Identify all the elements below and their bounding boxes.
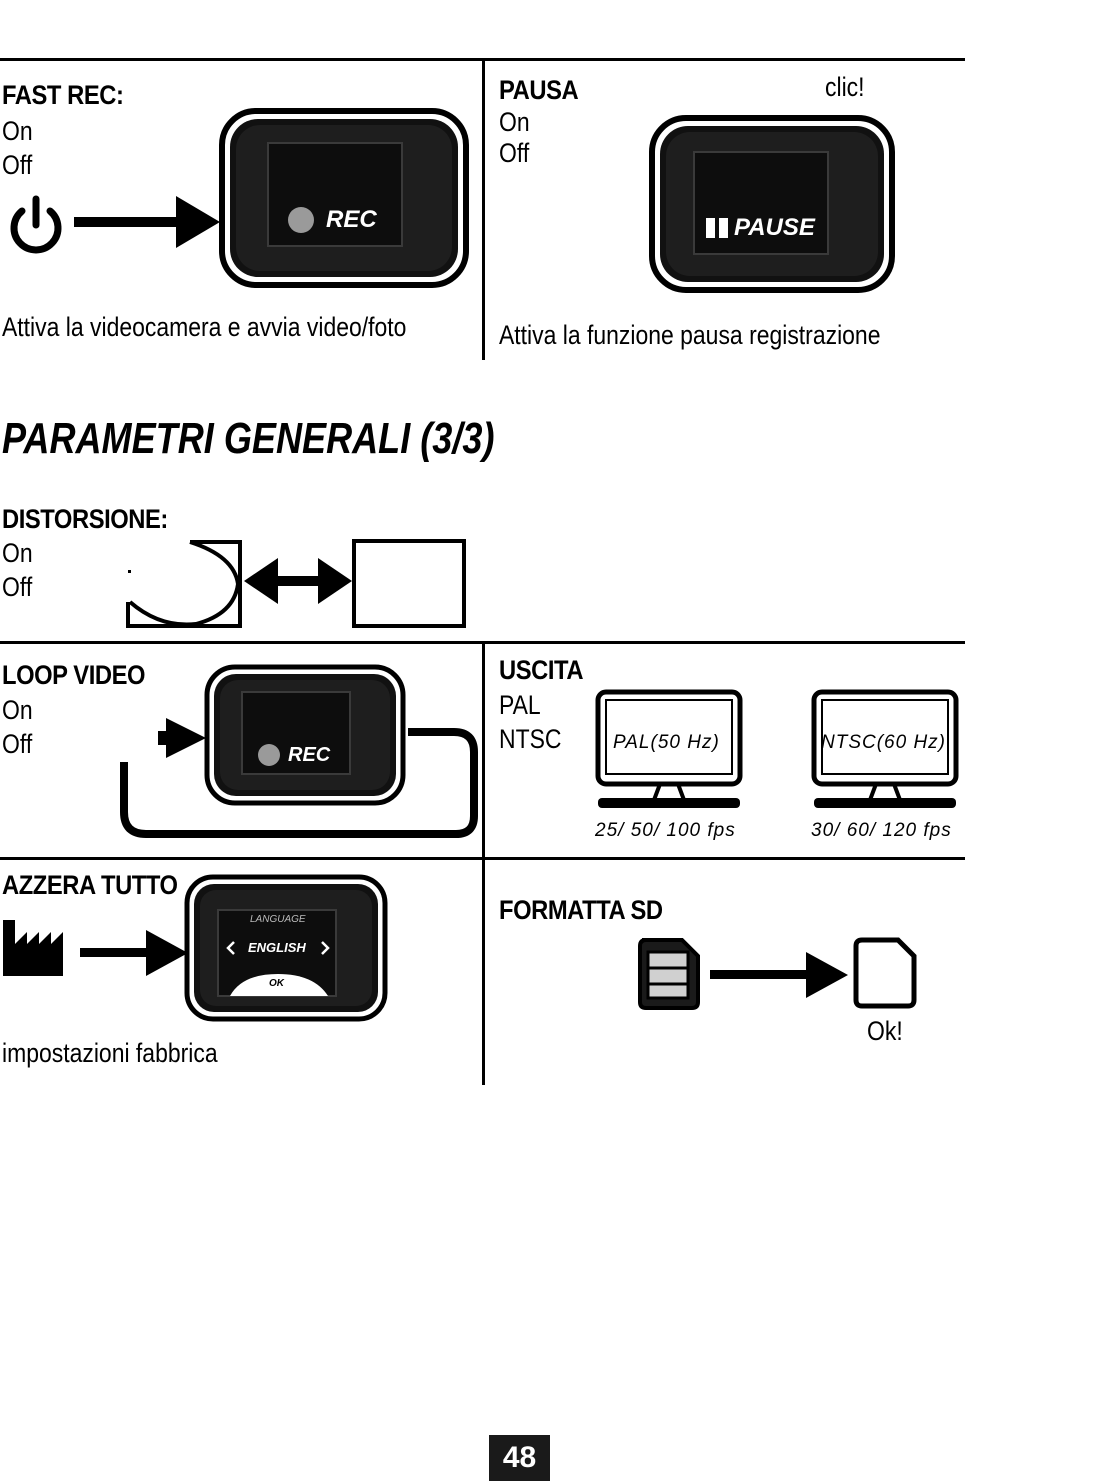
- loop-video-option-off: Off: [2, 729, 33, 759]
- monitor-icon: [595, 689, 743, 808]
- pausa-option-off: Off: [499, 138, 530, 168]
- action-camera-icon: [184, 874, 388, 1022]
- double-arrow-icon: [244, 558, 352, 604]
- fast-rec-screen-label: REC: [326, 206, 377, 233]
- arrow-right-icon: [74, 196, 220, 248]
- arrow-right-icon: [710, 952, 848, 998]
- loop-video-screen-label: REC: [288, 744, 331, 766]
- page-number: 48: [489, 1435, 550, 1481]
- sd-card-icon: [638, 938, 700, 1010]
- fast-rec-option-off: Off: [2, 150, 33, 180]
- section-title: PARAMETRI GENERALI (3/3): [2, 414, 495, 463]
- pausa-click-label: clic!: [825, 72, 865, 102]
- loop-video-heading: LOOP VIDEO: [2, 660, 146, 690]
- ntsc-fps-label: 30/ 60/ 120 fps: [811, 820, 952, 841]
- chevron-left-icon: [226, 941, 235, 955]
- azzera-tutto-heading: AZZERA TUTTO: [2, 870, 178, 900]
- monitor-icon: [811, 689, 959, 808]
- azzera-screen-title: LANGUAGE: [250, 914, 306, 925]
- pal-monitor-screen-label: PAL(50 Hz): [613, 732, 720, 753]
- top-rule: [0, 58, 965, 61]
- fast-rec-caption: Attiva la videocamera e avvia video/foto: [2, 312, 407, 342]
- distorsione-option-off: Off: [2, 572, 33, 602]
- distorted-frame-icon: [126, 540, 242, 628]
- azzera-screen-button: OK: [269, 978, 284, 989]
- pause-icon: [706, 218, 728, 238]
- ntsc-monitor-screen-label: NTSC(60 Hz): [821, 732, 947, 753]
- pausa-option-on: On: [499, 107, 530, 137]
- factory-icon: [3, 920, 63, 976]
- pausa-screen-label: PAUSE: [734, 214, 815, 241]
- empty-sd-card-icon: [853, 937, 917, 1009]
- bottom-rule: [0, 857, 965, 860]
- pal-fps-label: 25/ 50/ 100 fps: [595, 820, 736, 841]
- flat-frame-icon: [352, 539, 466, 628]
- pausa-caption: Attiva la funzione pausa registrazione: [499, 320, 881, 350]
- bottom-divider: [482, 859, 485, 1085]
- azzera-screen-value: ENGLISH: [248, 940, 306, 955]
- loop-arrow-icon: [120, 718, 478, 838]
- rec-dot-icon: [288, 207, 314, 233]
- action-camera-icon: [204, 664, 406, 806]
- fast-rec-option-on: On: [2, 116, 33, 146]
- azzera-tutto-caption: impostazioni fabbrica: [2, 1038, 218, 1068]
- loop-video-option-on: On: [2, 695, 33, 725]
- formatta-sd-result: Ok!: [867, 1016, 903, 1046]
- pausa-heading: PAUSA: [499, 75, 579, 105]
- action-camera-icon: [219, 108, 469, 288]
- power-icon: [10, 195, 62, 254]
- distorsione-heading: DISTORSIONE:: [2, 504, 168, 534]
- top-divider: [482, 60, 485, 360]
- action-camera-icon: [649, 115, 895, 293]
- middle-rule: [0, 641, 965, 644]
- arrow-right-icon: [80, 930, 188, 976]
- uscita-option-pal: PAL: [499, 690, 541, 720]
- uscita-heading: USCITA: [499, 655, 584, 685]
- fast-rec-heading: FAST REC:: [2, 80, 124, 110]
- rec-dot-icon: [258, 744, 280, 766]
- chevron-right-icon: [321, 941, 330, 955]
- uscita-option-ntsc: NTSC: [499, 724, 562, 754]
- middle-divider: [482, 643, 485, 858]
- distorsione-option-on: On: [2, 538, 33, 568]
- formatta-sd-heading: FORMATTA SD: [499, 895, 663, 925]
